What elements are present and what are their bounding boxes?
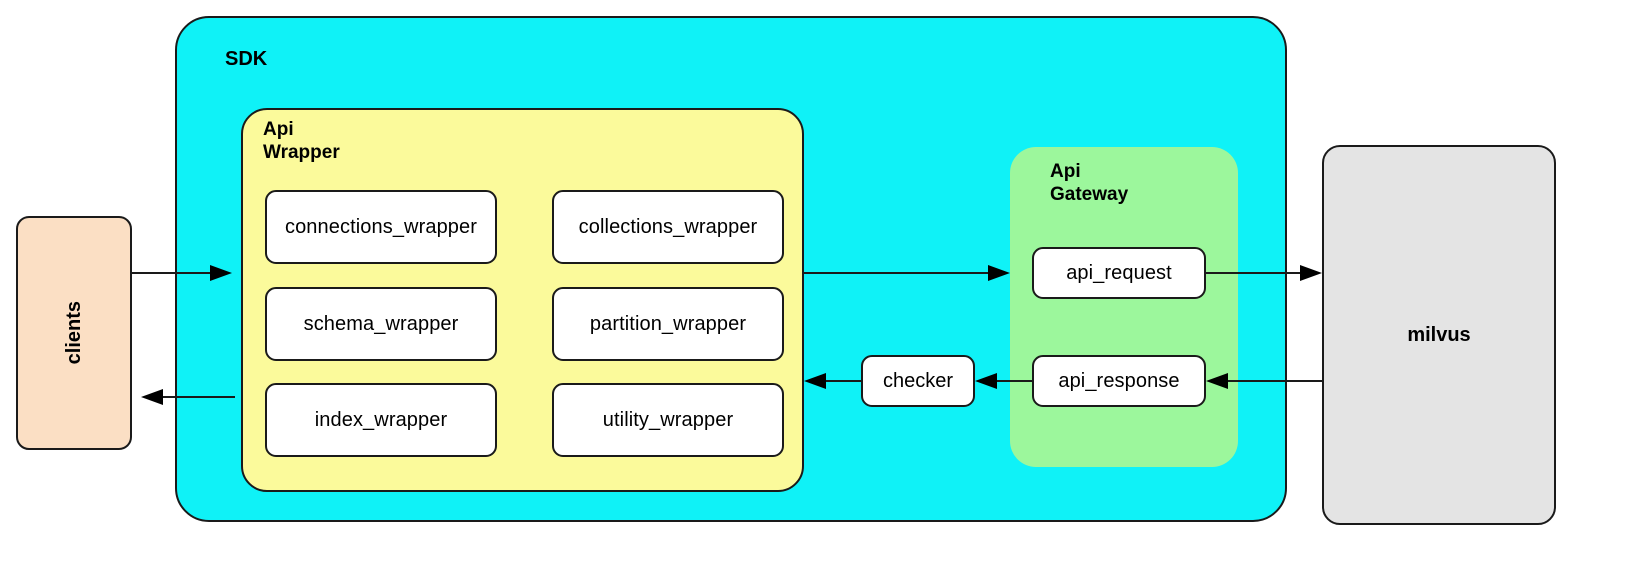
api-wrapper-label: Api Wrapper	[263, 119, 340, 163]
node-connections-wrapper[interactable]: connections_wrapper	[265, 190, 497, 264]
checker-label: checker	[882, 369, 954, 392]
node-collections-wrapper[interactable]: collections_wrapper	[552, 190, 784, 264]
sdk-label: SDK	[225, 48, 268, 70]
node-label: api_request	[1066, 261, 1172, 284]
api-gateway-label: Api Gateway	[1050, 161, 1129, 205]
node-label: partition_wrapper	[589, 312, 747, 335]
milvus-label: milvus	[1407, 323, 1471, 346]
node-utility-wrapper[interactable]: utility_wrapper	[552, 383, 784, 457]
node-label: schema_wrapper	[303, 312, 459, 335]
node-label: api_response	[1058, 369, 1180, 392]
node-partition-wrapper[interactable]: partition_wrapper	[552, 287, 784, 361]
clients-label: clients	[62, 301, 85, 365]
checker-box[interactable]: checker	[861, 355, 975, 407]
node-label: connections_wrapper	[284, 215, 478, 238]
node-label: collections_wrapper	[578, 215, 758, 238]
api-gateway-container[interactable]: Api Gateway	[1010, 147, 1238, 467]
node-index-wrapper[interactable]: index_wrapper	[265, 383, 497, 457]
node-api-request[interactable]: api_request	[1032, 247, 1206, 299]
node-api-response[interactable]: api_response	[1032, 355, 1206, 407]
node-label: index_wrapper	[314, 408, 448, 431]
node-label: utility_wrapper	[602, 408, 734, 431]
milvus-box[interactable]: milvus	[1322, 145, 1556, 525]
clients-box[interactable]: clients	[16, 216, 132, 450]
node-schema-wrapper[interactable]: schema_wrapper	[265, 287, 497, 361]
